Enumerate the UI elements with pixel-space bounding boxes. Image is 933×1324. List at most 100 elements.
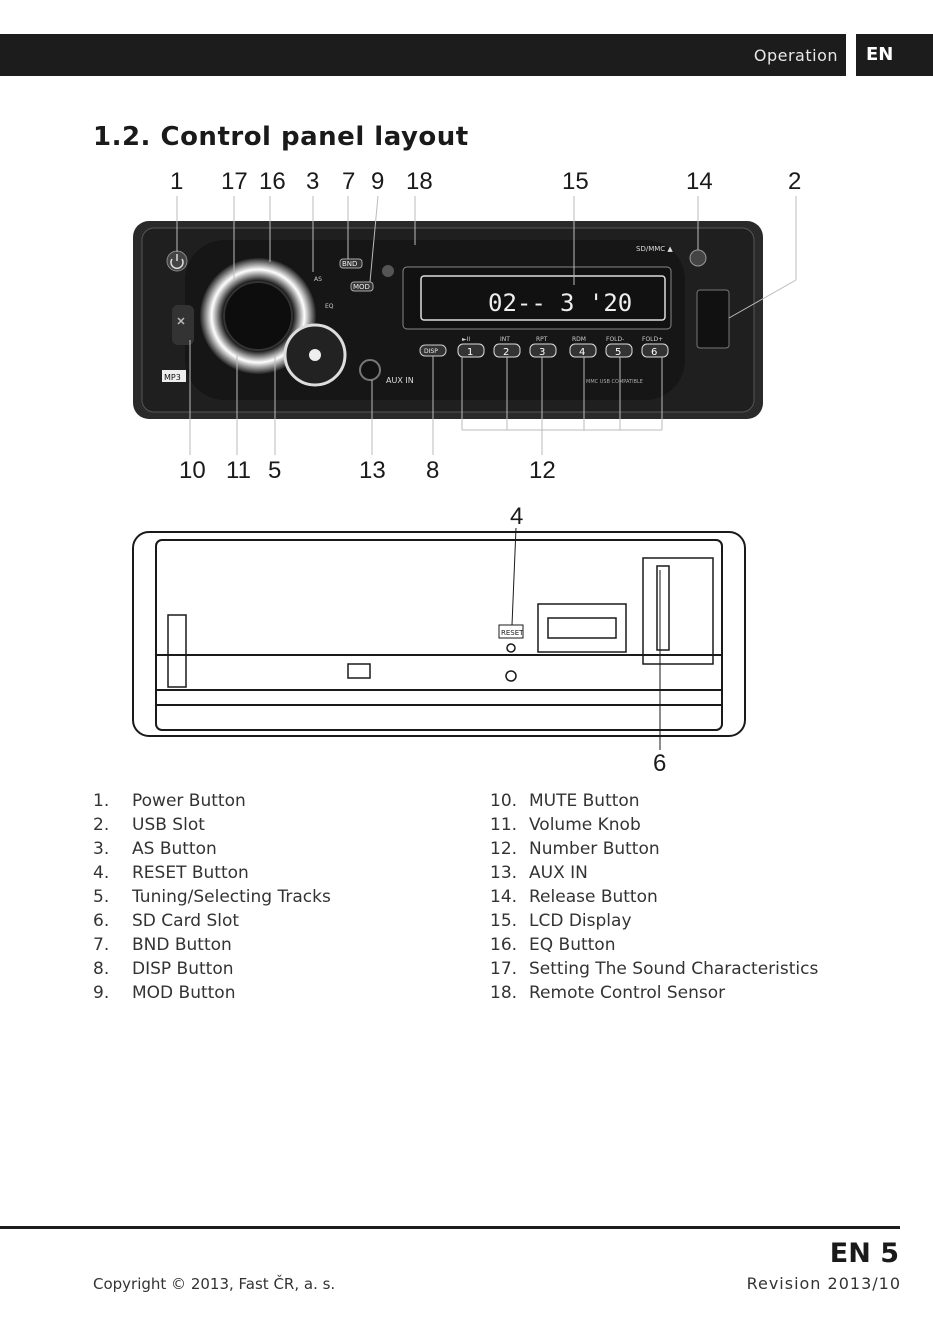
callout-14: 14 [686, 168, 713, 195]
footer-rule [0, 1226, 900, 1229]
legend-label: MUTE Button [529, 791, 640, 811]
header-section-label: Operation [753, 46, 838, 65]
key-3-caption: RPT [536, 336, 548, 343]
front-panel: MP3 AUX IN BND MOD AS EQ 02-- 3 '2 [133, 221, 763, 419]
key-1-caption: ►II [462, 336, 470, 343]
eq-label: EQ [325, 303, 334, 310]
legend-number: 2. [93, 815, 110, 835]
legend-label: SD Card Slot [132, 911, 240, 931]
legend-number: 7. [93, 935, 110, 955]
key-2-caption: INT [500, 336, 510, 343]
legend-number: 14. [490, 887, 518, 907]
revision-text: Revision 2013/10 [746, 1274, 901, 1293]
key-4-number: 4 [579, 347, 585, 358]
section-title: 1.2. Control panel layout [93, 122, 469, 152]
legend-label: EQ Button [529, 935, 616, 955]
legend-number: 15. [490, 911, 518, 931]
callout-12: 12 [529, 457, 556, 484]
legend-number: 17. [490, 959, 518, 979]
callout-4: 4 [510, 503, 524, 530]
control-panel-illustration: MP3 AUX IN BND MOD AS EQ 02-- 3 '2 [132, 195, 797, 750]
aux-in-jack: AUX IN [359, 359, 414, 385]
callout-11: 11 [226, 457, 251, 484]
sd-mmc-label: SD/MMC ▲ [636, 245, 673, 253]
legend-label: AUX IN [529, 863, 588, 883]
legend-label: Tuning/Selecting Tracks [132, 887, 331, 907]
mod-label: MOD [353, 283, 370, 291]
callout-6: 6 [653, 750, 667, 777]
key-5-number: 5 [615, 347, 621, 358]
key-5-caption: FOLD- [606, 336, 624, 343]
legend-number: 10. [490, 791, 518, 811]
callout-8: 8 [426, 457, 440, 484]
legend-number: 1. [93, 791, 110, 811]
legend-number: 18. [490, 983, 518, 1003]
tuning-ring [283, 323, 347, 387]
disp-label: DISP [424, 348, 438, 355]
legend-label: Remote Control Sensor [529, 983, 726, 1003]
key-2-number: 2 [503, 347, 509, 358]
legend-label: AS Button [132, 839, 217, 859]
callout-15: 15 [562, 168, 589, 195]
legend-number: 9. [93, 983, 110, 1003]
legend-label: Volume Knob [529, 815, 641, 835]
legend-number: 11. [490, 815, 518, 835]
power-icon [166, 250, 188, 272]
legend-number: 4. [93, 863, 110, 883]
key-6-caption: FOLD+ [642, 336, 663, 343]
back-panel [132, 531, 746, 737]
legend-number: 6. [93, 911, 110, 931]
callout-9: 9 [371, 168, 385, 195]
leader-line-4 [511, 527, 517, 626]
legend-label: Setting The Sound Characteristics [529, 959, 819, 979]
mp3-logo-text: MP3 [164, 373, 181, 382]
lcd-left-digits: 02-- [488, 289, 546, 317]
reset-label: RESET [501, 629, 524, 637]
legend-label: Release Button [529, 887, 658, 907]
callout-18: 18 [406, 168, 433, 195]
legend-number: 16. [490, 935, 518, 955]
key-3-number: 3 [539, 347, 545, 358]
callout-7: 7 [342, 168, 356, 195]
header-language-badge: EN [856, 34, 933, 76]
compatibility-strip: MMC USB COMPATIBLE [586, 379, 643, 385]
lcd-right-digits: 3 '20 [560, 289, 632, 317]
callout-2: 2 [788, 168, 802, 195]
copyright-text: Copyright © 2013, Fast ČR, a. s. [93, 1275, 336, 1293]
callout-3: 3 [306, 168, 320, 195]
reset-button [498, 624, 524, 639]
callout-5: 5 [268, 457, 282, 484]
legend-label: DISP Button [132, 959, 234, 979]
usb-slot [696, 289, 730, 349]
front-leader-lines [176, 195, 797, 455]
mute-icon [172, 305, 194, 345]
remote-sensor-icon [382, 265, 394, 277]
legend-number: 13. [490, 863, 518, 883]
mp3-logo: MP3 [162, 370, 186, 382]
lcd-display: 02-- 3 '20 [402, 266, 672, 330]
callout-1: 1 [170, 168, 184, 195]
aux-in-label: AUX IN [386, 376, 414, 385]
release-icon [689, 249, 707, 267]
bnd-label: BND [342, 260, 357, 268]
legend-label: RESET Button [132, 863, 249, 883]
legend-label: Power Button [132, 791, 246, 811]
legend-number: 12. [490, 839, 518, 859]
legend-number: 8. [93, 959, 110, 979]
as-label: AS [314, 276, 322, 283]
key-4-caption: RDM [572, 336, 586, 343]
legend-label: LCD Display [529, 911, 632, 931]
legend-number: 5. [93, 887, 110, 907]
callout-13: 13 [359, 457, 386, 484]
page-number: EN 5 [829, 1238, 899, 1269]
callout-10: 10 [179, 457, 206, 484]
number-keys: ►II 1 INT 2 RPT 3 RDM 4 FOLD- 5 FOLD+ 6 [457, 336, 669, 358]
legend-number: 3. [93, 839, 110, 859]
legend-label: Number Button [529, 839, 660, 859]
header-bar [0, 34, 846, 76]
key-6-number: 6 [651, 347, 657, 358]
legend-label: BND Button [132, 935, 232, 955]
key-1-number: 1 [467, 347, 473, 358]
callout-17: 17 [221, 168, 248, 195]
callout-16: 16 [259, 168, 286, 195]
